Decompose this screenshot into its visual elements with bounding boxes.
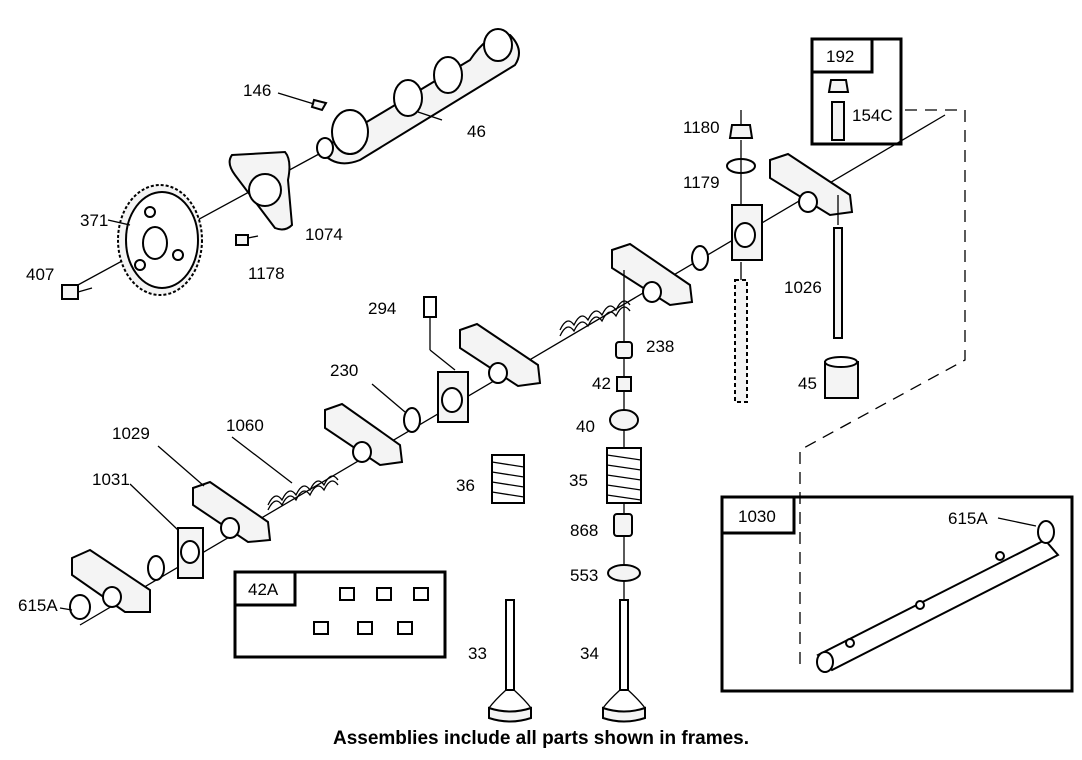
callout-34: 34: [580, 644, 599, 663]
rocker-shaft-1030: [816, 538, 1060, 673]
callout-238: 238: [646, 337, 674, 356]
rocker-arm-1: [71, 548, 151, 613]
nut-1180: [728, 124, 754, 139]
frame-label-154c: 154C: [852, 106, 893, 125]
frame-1030: [720, 495, 1074, 693]
callout-1178: 1178: [248, 264, 285, 283]
callout-40: 40: [576, 417, 595, 436]
keeper-42: [616, 376, 632, 392]
washer-553: [607, 564, 641, 582]
callout-868: 868: [570, 521, 598, 540]
callout-46: 46: [467, 122, 486, 141]
valve-33: [488, 599, 532, 723]
frame-42a: [233, 570, 447, 659]
callout-45: 45: [798, 374, 817, 393]
callout-371: 371: [80, 211, 108, 230]
rocker-arm-3: [324, 402, 404, 467]
frame-label-1030: 1030: [738, 507, 776, 526]
rocker-arm-5: [611, 242, 694, 307]
callout-1031: 1031: [92, 470, 130, 489]
plate-bolt: [235, 234, 259, 246]
callout-42: 42: [592, 374, 611, 393]
rocker-arm-1029: [192, 480, 272, 544]
push-rod: [734, 279, 748, 403]
rocker-arm-6: [769, 152, 854, 217]
callout-615a-left: 615A: [18, 596, 58, 615]
frame-label-192: 192: [826, 47, 854, 66]
callout-1029: 1029: [112, 424, 150, 443]
frame-label-42a: 42A: [248, 580, 279, 599]
camshaft: [316, 28, 520, 165]
retainer-40: [609, 409, 639, 431]
valve-spring-36: [491, 454, 525, 504]
callout-33: 33: [468, 644, 487, 663]
cam-gear: [117, 184, 203, 296]
assembly-note: Assemblies include all parts shown in fr…: [332, 728, 750, 749]
rocker-stand-1031: [177, 527, 204, 579]
seal-868: [613, 513, 633, 537]
callout-146: 146: [243, 81, 271, 100]
callout-1180: 1180: [683, 118, 720, 137]
woodruff-key: [310, 98, 328, 112]
callout-230: 230: [330, 361, 358, 380]
callout-36: 36: [456, 476, 475, 495]
callout-35: 35: [569, 471, 588, 490]
leader-line-1030: [799, 109, 966, 670]
clip-615a-right: [1037, 520, 1055, 544]
spring-1060: [267, 475, 339, 511]
nut-192: [827, 79, 850, 93]
callout-407: 407: [26, 265, 54, 284]
rocker-stand-3: [731, 204, 763, 261]
push-rod-1026: [833, 227, 843, 339]
cap-238: [615, 341, 633, 359]
clip-615a-left: [69, 594, 91, 620]
stud-154c: [831, 101, 845, 141]
gear-bolt: [61, 284, 93, 300]
spring-2: [559, 300, 631, 337]
callout-1074: 1074: [305, 225, 343, 244]
rocker-arm-4: [459, 322, 542, 388]
valve-34: [602, 599, 646, 723]
callout-1060: 1060: [226, 416, 264, 435]
rocker-stand-2: [437, 371, 469, 423]
spacer-washer-3: [691, 245, 709, 271]
callout-553: 553: [570, 566, 598, 585]
callout-1179: 1179: [683, 173, 720, 192]
callout-1026: 1026: [784, 278, 822, 297]
spacer-washer-230: [403, 407, 421, 433]
keeper-set: [313, 587, 429, 635]
spacer-washer-1: [147, 555, 165, 581]
valve-spring-35: [606, 447, 642, 504]
callout-615a-right: 615A: [948, 509, 988, 528]
spring-294: [423, 296, 456, 371]
leader-lines: [59, 111, 1037, 611]
callout-294: 294: [368, 299, 396, 318]
